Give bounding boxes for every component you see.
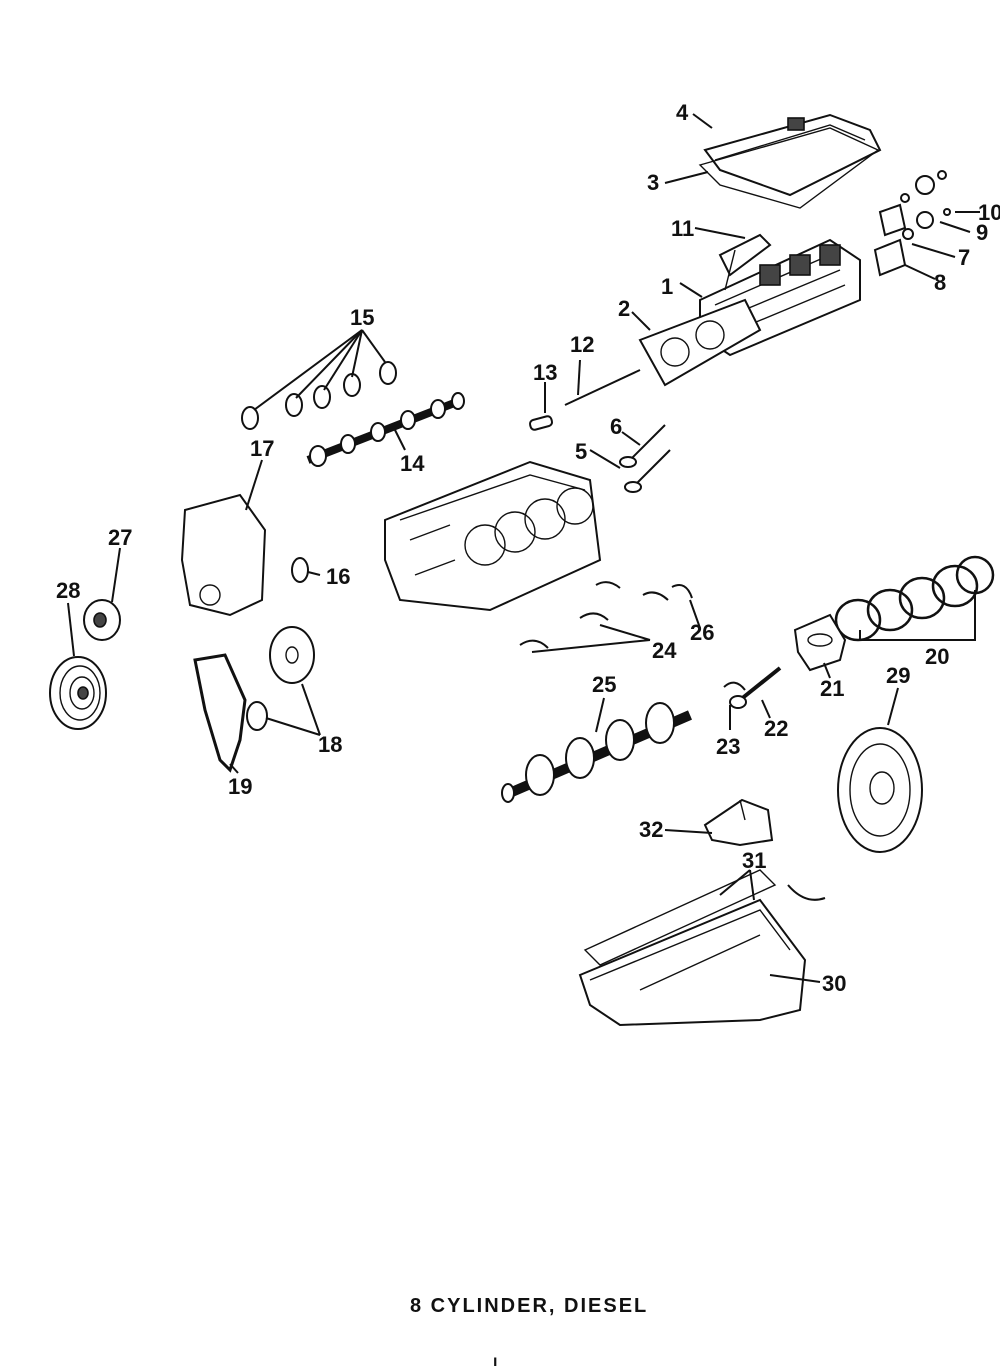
- callout-1: 1: [661, 274, 673, 299]
- callout-7: 7: [958, 245, 970, 270]
- callout-3: 3: [647, 170, 659, 195]
- diagram-caption: 8 CYLINDER, DIESEL: [410, 1295, 648, 1317]
- pushrod: [564, 369, 641, 406]
- callout-27: 27: [108, 525, 132, 550]
- head-gasket: [638, 298, 762, 387]
- callout-29: 29: [886, 663, 910, 688]
- camshaft: [306, 392, 465, 467]
- valve-springs: [873, 170, 951, 277]
- callout-9: 9: [976, 220, 988, 245]
- engine-block: [384, 460, 602, 612]
- callout-21: 21: [820, 676, 844, 701]
- callout-8: 8: [934, 270, 946, 295]
- lifter: [528, 415, 554, 431]
- callout-14: 14: [400, 451, 425, 476]
- valves: [619, 424, 671, 493]
- balancer-hub: [83, 599, 121, 641]
- callout-labels: 1 2 3 4 5 6 7 8 9 10 11 12 13 14 15 16 1…: [56, 100, 1000, 996]
- callout-17: 17: [250, 436, 274, 461]
- callout-28: 28: [56, 578, 80, 603]
- callout-25-alt: 26: [690, 620, 714, 645]
- rear-main-seal: [787, 884, 826, 901]
- page-mark: ı: [493, 1353, 499, 1368]
- rocker-assembly: [718, 233, 772, 291]
- callout-13: 13: [533, 360, 557, 385]
- callout-5: 5: [575, 439, 587, 464]
- callout-19: 19: [228, 774, 252, 799]
- callout-23: 23: [716, 734, 740, 759]
- rod-bearing: [723, 681, 746, 691]
- callout-22: 22: [764, 716, 788, 741]
- front-seal: [291, 557, 309, 583]
- piston: [793, 613, 847, 672]
- callout-2: 2: [618, 296, 630, 321]
- valve-cover-gasket: [698, 127, 880, 209]
- callout-32: 32: [639, 817, 663, 842]
- crank-pulley: [49, 656, 107, 730]
- callout-11: 11: [671, 216, 694, 241]
- crankshaft: [501, 702, 692, 803]
- leader-lines: [67, 113, 980, 983]
- oil-pump: [703, 798, 774, 847]
- callout-15: 15: [350, 305, 374, 330]
- callout-30: 30: [822, 971, 846, 996]
- timing-cover: [180, 493, 267, 617]
- oil-pan: [578, 898, 807, 1027]
- callout-25: 25: [592, 672, 616, 697]
- callout-12: 12: [570, 332, 594, 357]
- timing-chain: [193, 653, 247, 773]
- timing-gears: [246, 626, 315, 731]
- callout-16: 16: [326, 564, 350, 589]
- callout-6: 6: [610, 414, 622, 439]
- callout-24: 24: [652, 638, 677, 663]
- connecting-rod: [729, 666, 782, 709]
- valve-cover: [703, 113, 882, 197]
- callout-10: 10: [978, 200, 1000, 225]
- oil-pan-gasket: [583, 869, 777, 966]
- callout-31: 31: [742, 848, 766, 873]
- piston-rings: [834, 555, 995, 642]
- cam-bearings: [241, 361, 397, 430]
- callout-18: 18: [318, 732, 342, 757]
- flywheel: [837, 727, 923, 853]
- callout-4: 4: [676, 100, 689, 125]
- main-bearings: [519, 581, 693, 649]
- callout-20: 20: [925, 644, 949, 669]
